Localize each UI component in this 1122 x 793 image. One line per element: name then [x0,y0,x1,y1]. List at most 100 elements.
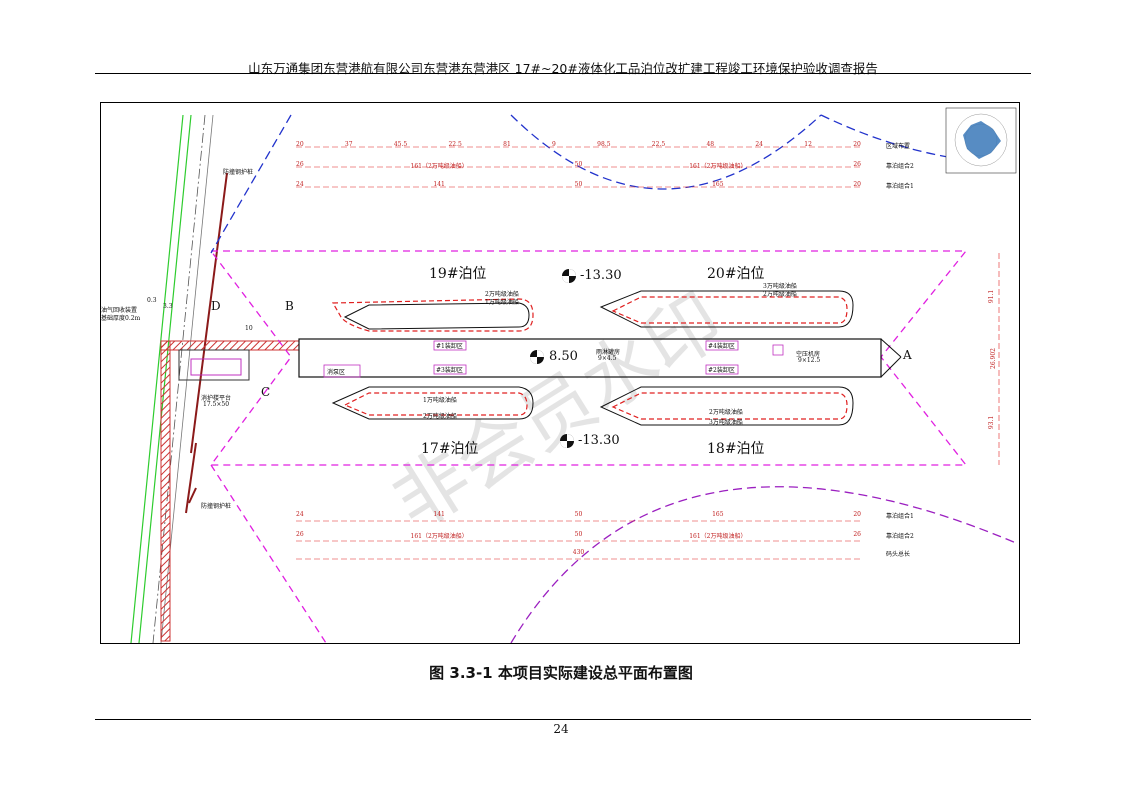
ship-18-a: 2万吨级油船 [709,409,743,416]
dims-top-row2: 26 161（2万吨级油船） 50 161（2万吨级油船） 26 [296,161,861,170]
trestle-inner [190,358,242,376]
dim-right-3: 93.1 [988,415,996,430]
page-number: 24 [553,722,569,736]
dim-label: 24 [296,511,304,518]
dim-label: 22.5 [448,141,462,148]
dims-top-row3-label: 靠泊组合1 [886,183,914,190]
ship-20-b: 2万吨级油船 [763,291,797,298]
site-plan-svg: 非会员水印 [130,107,1017,643]
dim-label: 20 [296,141,304,148]
ship-outline-18-large [599,386,854,426]
approach-line-west [210,114,292,254]
load-area-1: #1装卸区 [436,343,463,350]
dim-label: 81 [503,141,511,148]
dim-label: 37 [344,141,353,148]
trestle-platform-label: 消护楼平台 [201,395,232,402]
dims-top-row1: 20 37 45.5 22.5 81 9 98.5 22.5 48 24 12 … [296,141,861,148]
dim-label: 50 [574,511,583,518]
point-B: B [285,299,294,313]
dim-label: 141 [433,511,445,518]
dim-right-1: 91.1 [988,289,996,304]
shore-hatch [160,340,171,642]
dim-label: 45.5 [393,141,408,148]
air-room-label: 空压机房 [796,351,821,358]
berth-20-label: 20#泊位 [707,266,765,282]
dim-right-2: 26.902 [990,348,997,369]
point-C: C [261,385,271,399]
ship-19-a: 2万吨级油船 [485,291,519,298]
dim-lines-top [296,146,861,560]
load-area-3: #3装卸区 [436,367,463,374]
load-area-3-box [433,364,467,375]
dims-bottom-row1: 24 141 50 165 20 [296,511,861,518]
dim-0-3: 0.3 [147,297,157,304]
fender-pile-line-top [190,172,228,454]
berth-17-label: 17#泊位 [421,441,479,457]
depth-marker-south [560,434,574,448]
ship-outline-20-large [599,290,854,328]
dim-label: 50 [574,181,583,188]
wind-rose [945,107,1017,174]
dim-label: 50 [574,531,583,538]
fire-room-size: 9×4.5 [598,355,617,362]
dims-bottom-row3: 430 [572,549,585,556]
point-D: D [211,299,221,313]
dim-label: 24 [296,181,304,188]
ship-19-b: 1万吨级油船 [485,299,519,306]
ship-outline-17-large [331,386,534,420]
dim-label: 26 [296,531,304,538]
ship-17-b: 2万吨级油船 [423,413,457,420]
dim-label: 26 [853,531,861,538]
depth-label-platform: 8.50 [549,349,578,364]
fire-room-label: 雨淋罐房 [596,349,621,356]
dims-bottom-row2-label: 靠泊组合2 [886,533,914,540]
dim-3-3: 3.3 [163,303,173,310]
access-trestle [160,340,300,351]
fender-label-top: 防撞钢护桩 [223,169,254,176]
depth-marker-north [562,269,576,283]
load-area-2-box [705,364,739,375]
load-area-4-box [705,340,739,351]
dim-label: 50 [574,161,583,168]
dim-label: 22.5 [651,141,666,148]
berth-19-label: 19#泊位 [429,266,487,282]
dim-label: 20 [853,511,861,518]
point-A: A [903,348,912,362]
dims-top-row2-label: 靠泊组合2 [886,163,914,170]
dim-label: 161（2万吨级油船） [410,533,468,540]
fender-pile-line-mid [185,442,197,514]
trestle-platform [178,349,250,381]
dim-label: 161（2万吨级油船） [410,163,468,170]
vapor-recovery-label: 油气回收装置 [101,307,138,314]
air-room-size: 9×12.5 [798,357,821,364]
trestle-platform-size: 17.5×50 [203,401,230,408]
dim-label: 9 [552,141,556,148]
depth-label-north: -13.30 [580,268,622,283]
dims-top-row1-label: 区域布置 [886,143,911,150]
figure-caption: 图 3.3-1 本项目实际建设总平面布置图 [429,664,693,682]
dims-bottom-row2: 26 161（2万吨级油船） 50 161（2万吨级油船） 26 [296,531,861,540]
ship-20-a: 3万吨级油船 [763,283,797,290]
fender-label-bottom: 防撞钢护桩 [201,503,232,510]
depth-marker-platform [530,350,544,364]
dim-label: 20 [853,141,861,148]
site-plan-drawing: 非会员水印 [100,102,1020,644]
dim-10: 10 [245,325,253,332]
dim-label: 24 [755,141,763,148]
berth-18-label: 18#泊位 [707,441,765,457]
dim-label: 141 [433,181,445,188]
ship-outline-19-large [331,298,534,332]
load-area-1-box [433,340,467,351]
dim-label: 165 [712,511,724,518]
fender-pile-line-bottom [188,487,197,504]
dim-label: 161（2万吨级油船） [689,163,747,170]
shoreline-line-1 [130,114,184,643]
dims-top-row3: 24 141 50 165 20 [296,181,861,188]
ship-17-a: 1万吨级油船 [423,397,457,404]
dim-label: 12 [804,141,812,148]
ship-18-b: 3万吨级油船 [709,419,743,426]
dims-bottom-row1-label: 靠泊组合1 [886,513,914,520]
dim-label: 20 [853,181,861,188]
dim-label: 48 [706,141,715,148]
pump-area: 消泵区 [327,369,346,376]
